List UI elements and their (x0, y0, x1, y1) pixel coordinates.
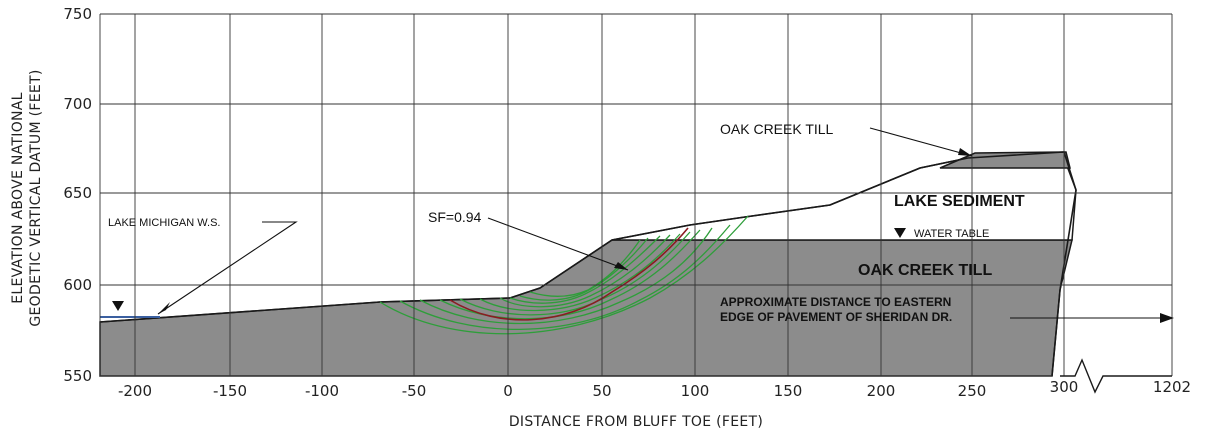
x-tick-0: 0 (503, 382, 513, 400)
failure-surface (379, 215, 749, 335)
critical-failure-surface (449, 227, 689, 321)
x-tick-50: 50 (592, 382, 611, 400)
y-tick-750: 750 (63, 5, 92, 23)
x-tick-1202: 1202 (1153, 378, 1191, 396)
y-tick-650: 650 (63, 184, 92, 202)
oak-creek-till-top-arrowhead (958, 148, 972, 156)
lake-ws-leader (157, 221, 298, 315)
x-axis-title: DISTANCE FROM BLUFF TOE (FEET) (509, 414, 763, 430)
pavement-note-line2: EDGE OF PAVEMENT OF SHERIDAN DR. (720, 310, 952, 324)
pavement-note-line1: APPROXIMATE DISTANCE TO EASTERN (720, 295, 951, 309)
oak-creek-till-top-label: OAK CREEK TILL (720, 121, 834, 137)
y-tick-700: 700 (63, 95, 92, 113)
sf-leader (487, 217, 629, 271)
sf-arrowhead (614, 262, 628, 270)
failure-surface (419, 227, 713, 325)
lake-michigan-ws-label: LAKE MICHIGAN W.S. (108, 217, 220, 229)
failure-surface (479, 233, 681, 312)
grid-lines (99, 13, 1173, 377)
lake-sediment-label: LAKE SEDIMENT (894, 193, 1025, 210)
y-axis-title-line1: ELEVATION ABOVE NATIONAL (10, 92, 26, 304)
x-tick-300: 300 (1050, 378, 1079, 396)
x-tick-minus150: -150 (213, 382, 247, 400)
x-tick-150: 150 (774, 382, 803, 400)
failure-surface (519, 237, 649, 301)
x-tick-100: 100 (681, 382, 710, 400)
pavement-arrowhead (1160, 313, 1174, 323)
axis-break-marker (1060, 358, 1172, 394)
water-table-label: WATER TABLE (914, 228, 989, 240)
lake-ws-arrowhead (158, 302, 170, 314)
x-tick-250: 250 (958, 382, 987, 400)
failure-surface (399, 224, 731, 330)
ground-surface-line (99, 151, 1077, 377)
failure-surface (529, 239, 641, 297)
lake-water-triangle-icon (112, 301, 124, 311)
water-table-triangle-icon (894, 228, 906, 238)
failure-surface (499, 234, 671, 308)
x-tick-minus50: -50 (402, 382, 427, 400)
y-tick-550: 550 (63, 367, 92, 385)
oak-creek-till-cap (939, 151, 1071, 169)
x-tick-minus100: -100 (305, 382, 339, 400)
y-tick-600: 600 (63, 276, 92, 294)
y-axis-title-line2: GEODETIC VERTICAL DATUM (FEET) (28, 69, 44, 326)
oak-creek-till-top-leader (869, 127, 973, 157)
x-tick-minus200: -200 (118, 382, 152, 400)
failure-surface (509, 235, 661, 304)
x-tick-200: 200 (867, 382, 896, 400)
safety-factor-label: SF=0.94 (428, 209, 482, 225)
oak-creek-till-main-label: OAK CREEK TILL (858, 262, 992, 279)
